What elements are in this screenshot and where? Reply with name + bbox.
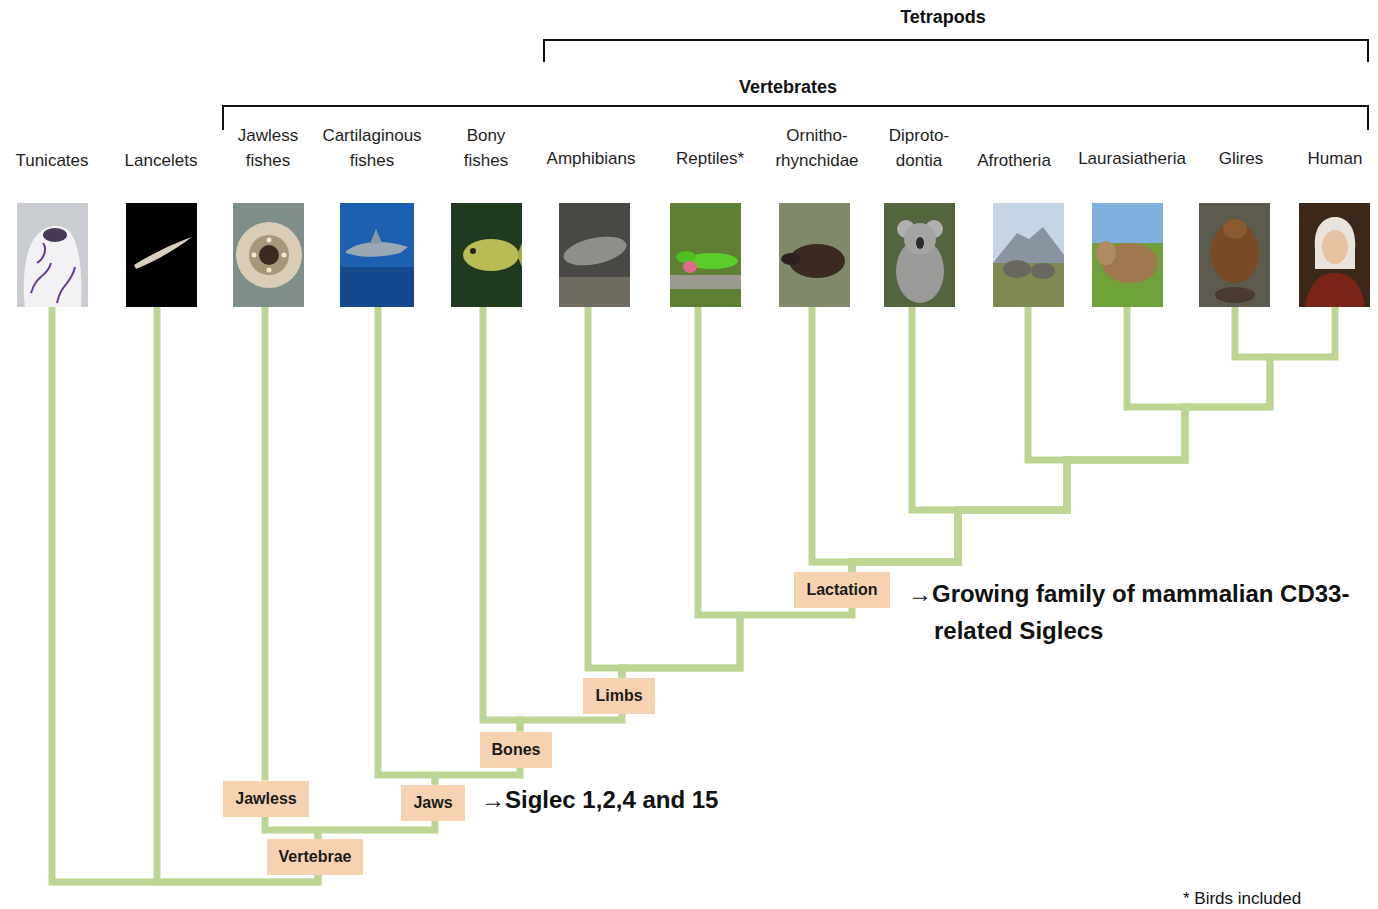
trait-label: Limbs xyxy=(595,686,642,706)
tree-branch xyxy=(852,307,1185,572)
tree-branch xyxy=(622,307,740,678)
taxon-node: Amphibians xyxy=(541,146,641,307)
trait-box: Vertebrae xyxy=(267,839,364,875)
taxon-node: Reptiles* xyxy=(664,146,756,307)
trait-label: Vertebrae xyxy=(279,847,352,867)
taxon-name: Glires xyxy=(1206,146,1276,171)
trait-label: Jaws xyxy=(413,793,452,813)
tree-branch xyxy=(852,307,958,572)
taxon-name: Laurasiatheria xyxy=(1074,146,1190,171)
taxon-node: Glires xyxy=(1206,146,1276,307)
lizard-photo xyxy=(670,203,741,307)
trait-box: Bones xyxy=(480,732,553,768)
taxon-name: Reptiles* xyxy=(664,146,756,171)
taxon-node: Diproto- dontia xyxy=(881,123,957,307)
taxon-name: Bony fishes xyxy=(455,123,517,173)
lamprey-photo xyxy=(233,203,304,307)
taxon-node: Lancelets xyxy=(113,148,209,307)
platypus-photo xyxy=(779,203,850,307)
callout-note: →Siglec 1,2,4 and 15 xyxy=(481,785,718,815)
taxon-name: Amphibians xyxy=(541,146,641,171)
trait-box: Limbs xyxy=(583,678,654,714)
tetrapod-bracket xyxy=(544,40,1368,62)
taxon-name: Diproto- dontia xyxy=(881,123,957,173)
taxon-node: Jawless fishes xyxy=(228,123,308,307)
taxon-name: Jawless fishes xyxy=(228,123,308,173)
group-title: Vertebrates xyxy=(739,76,837,99)
trait-box: Lactation xyxy=(794,572,889,608)
taxon-node: Ornitho- rhynchidae xyxy=(769,123,865,307)
tree-branch xyxy=(588,307,622,678)
tree-branch xyxy=(812,307,852,572)
trait-label: Lactation xyxy=(806,580,877,600)
taxon-name: Ornitho- rhynchidae xyxy=(769,123,865,173)
tree-branch xyxy=(622,608,852,678)
footnote: * Birds included xyxy=(1183,888,1301,909)
trait-label: Bones xyxy=(492,740,541,760)
lancelet-photo xyxy=(126,203,197,307)
taxon-name: Lancelets xyxy=(113,148,209,173)
taxon-name: Tunicates xyxy=(4,148,100,173)
tree-branch xyxy=(378,307,435,785)
tree-branch xyxy=(157,307,318,882)
bony-fish-photo xyxy=(451,203,522,307)
beaver-photo xyxy=(1199,203,1270,307)
trait-box: Jawless xyxy=(223,781,308,817)
group-title: Tetrapods xyxy=(900,6,986,29)
taxon-node: Cartilaginous fishes xyxy=(314,123,430,307)
amphibian-photo xyxy=(559,203,630,307)
trait-label: Jawless xyxy=(235,789,296,809)
tree-branch xyxy=(483,307,520,732)
koala-photo xyxy=(884,203,955,307)
portrait-photo xyxy=(1299,203,1370,307)
tree-branch xyxy=(520,714,622,732)
elephant-photo xyxy=(993,203,1064,307)
taxon-node: Human xyxy=(1303,146,1367,307)
taxon-name: Human xyxy=(1303,146,1367,171)
tunicate-photo xyxy=(17,203,88,307)
tree-branch xyxy=(318,821,435,840)
shark-photo xyxy=(340,203,414,307)
taxon-node: Afrotheria xyxy=(968,148,1060,307)
tree-branch xyxy=(262,307,269,781)
taxon-name: Afrotheria xyxy=(968,148,1060,173)
tree-branch xyxy=(852,307,1067,572)
tree-branch xyxy=(435,768,520,785)
tree-branch xyxy=(52,307,318,882)
tree-branch xyxy=(852,307,1270,572)
taxon-node: Laurasiatheria xyxy=(1074,146,1190,307)
taxon-node: Bony fishes xyxy=(455,123,517,307)
cow-photo xyxy=(1092,203,1163,307)
tree-branch xyxy=(265,817,318,840)
callout-note: →Growing family of mammalian CD33-relate… xyxy=(908,575,1354,649)
taxon-name: Cartilaginous fishes xyxy=(314,123,430,173)
trait-box: Jaws xyxy=(401,785,464,821)
taxon-node: Tunicates xyxy=(4,148,100,307)
tree-branch xyxy=(852,307,1335,572)
